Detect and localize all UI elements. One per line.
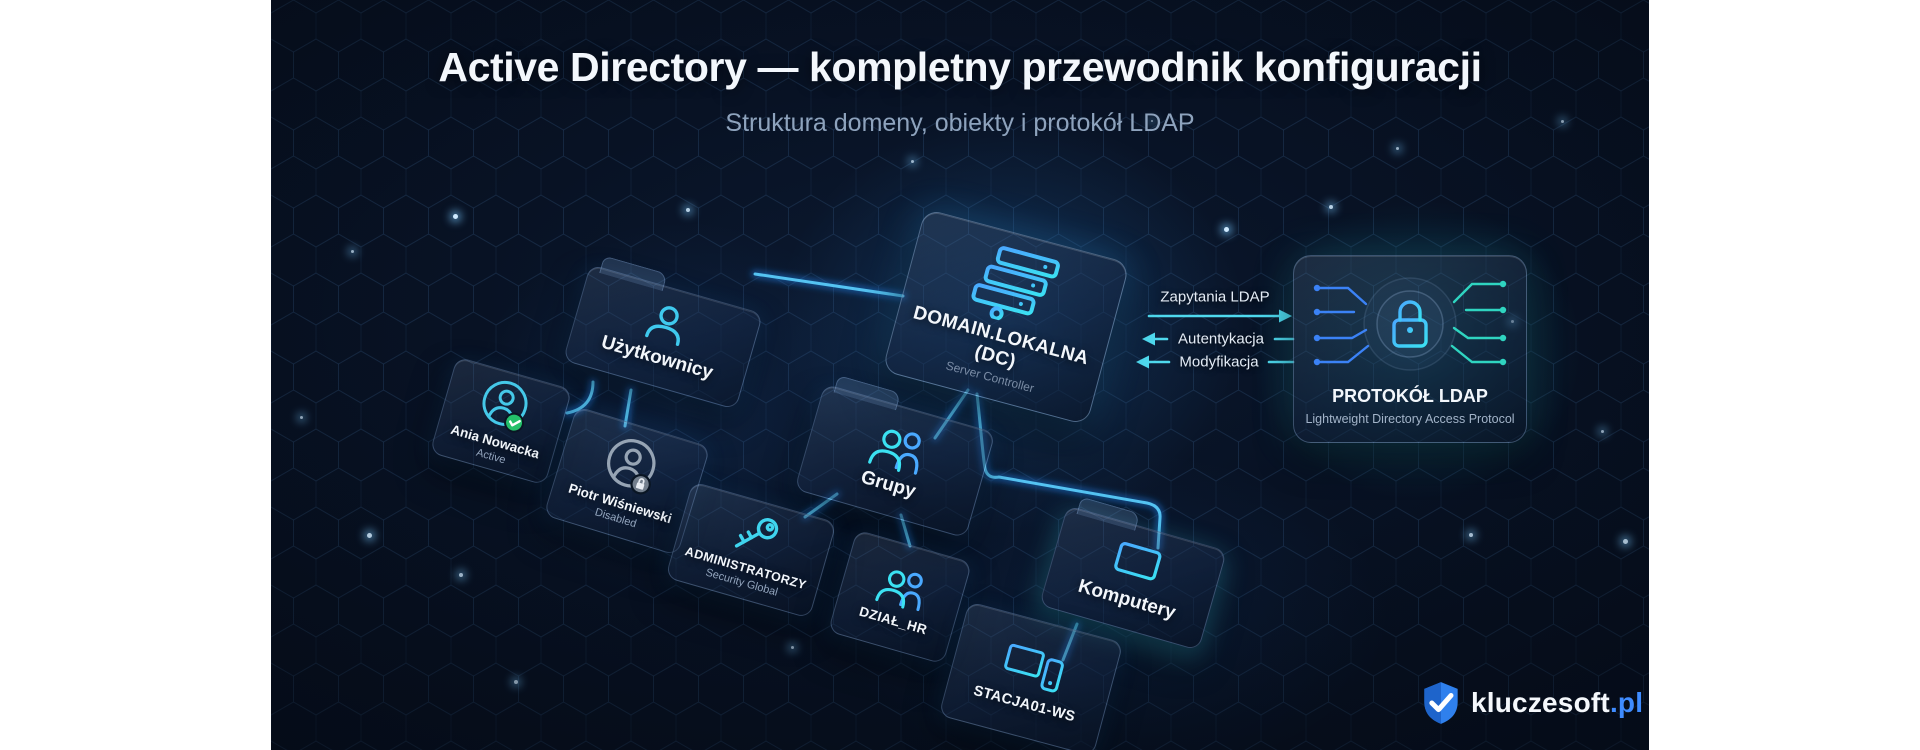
avatar-active-icon bbox=[482, 380, 528, 433]
ldap-mod-arrowhead bbox=[1136, 355, 1149, 369]
brand-logo: kluczesoft.pl bbox=[1421, 680, 1643, 726]
monitor-icon bbox=[1114, 542, 1162, 587]
ldap-auth-arrow-label: Autentykacja bbox=[1178, 330, 1264, 348]
folder-computers: Komputery bbox=[1038, 505, 1228, 651]
user-card-ania: Ania Nowacka Active bbox=[429, 356, 573, 486]
brand-name: kluczesoft.pl bbox=[1471, 687, 1643, 719]
users-group-icon bbox=[868, 429, 921, 475]
connector-dc-users bbox=[753, 272, 905, 298]
user-icon bbox=[645, 306, 680, 346]
ldap-query-arrowhead bbox=[1279, 309, 1292, 323]
infographic-canvas: Active Directory — kompletny przewodnik … bbox=[271, 0, 1649, 750]
connector-users-piotr bbox=[623, 388, 633, 428]
shield-check-icon bbox=[1424, 682, 1458, 724]
folder-groups: Grupy bbox=[794, 383, 996, 539]
ldap-auth-arrowhead bbox=[1142, 332, 1155, 346]
key-icon bbox=[735, 517, 779, 548]
page-title: Active Directory — kompletny przewodnik … bbox=[438, 44, 1482, 90]
group-card-hr: DZIAŁ_HR bbox=[827, 529, 973, 665]
node-ldap-protocol: PROTOKÓŁ LDAP Lightweight Directory Acce… bbox=[1293, 255, 1527, 443]
workstation-icon bbox=[1004, 643, 1064, 693]
ldap-sublabel: Lightweight Directory Access Protocol bbox=[1305, 412, 1515, 426]
server-icon bbox=[964, 246, 1060, 322]
avatar-disabled-icon bbox=[607, 438, 656, 494]
users-group-icon bbox=[875, 570, 923, 612]
brand-word: kluczesoft bbox=[1471, 687, 1610, 718]
lock-circuit-icon bbox=[1313, 277, 1507, 371]
node-domain-controller: DOMAIN.LOKALNA (DC) Server Controller bbox=[881, 208, 1131, 426]
ldap-query-arrow-label: Zapytania LDAP bbox=[1160, 288, 1270, 306]
computer-card-ws1: STACJA01-WS bbox=[938, 601, 1124, 750]
page-subtitle: Struktura domeny, obiekty i protokół LDA… bbox=[725, 109, 1195, 137]
ldap-mod-arrow-label: Modyfikacja bbox=[1179, 353, 1259, 371]
check-badge-icon bbox=[504, 412, 525, 433]
connector-users-ania bbox=[565, 380, 595, 415]
group-card-admins: ADMINISTRATORZY Security Global bbox=[665, 481, 837, 619]
header: Active Directory — kompletny przewodnik … bbox=[271, 44, 1649, 138]
ldap-label: PROTOKÓŁ LDAP bbox=[1332, 386, 1488, 406]
user-card-piotr: Piotr Wiśniewski Disabled bbox=[543, 406, 711, 556]
folder-users: Użytkownicy bbox=[562, 264, 764, 410]
brand-tld: .pl bbox=[1609, 687, 1644, 718]
